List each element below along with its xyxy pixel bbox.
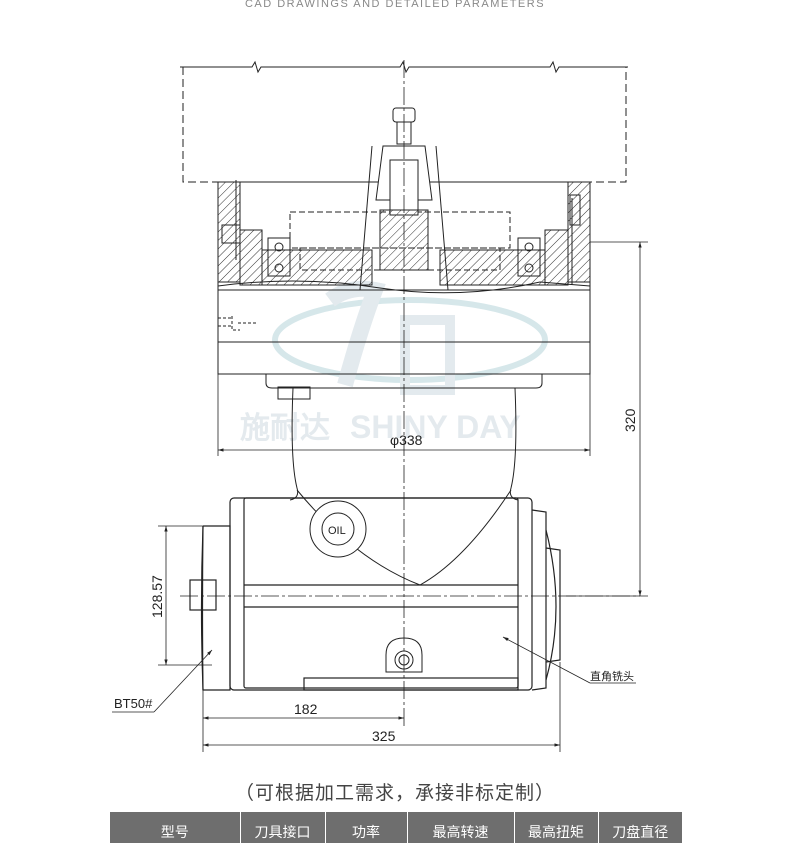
- dim-height-label: 320: [622, 408, 638, 432]
- dim-diameter: [217, 290, 591, 456]
- dim-diameter-label: φ338: [390, 432, 423, 448]
- table-header-cell: 刀盘直径: [598, 812, 682, 843]
- dim-total-width-label: 325: [372, 728, 396, 744]
- pull-stud: [359, 107, 449, 291]
- dim-half-width-label: 182: [294, 701, 318, 717]
- page-title: CAD DRAWINGS AND DETAILED PARAMETERS: [244, 0, 546, 10]
- dim-offset-label: 128.57: [149, 575, 165, 618]
- dim-height: [566, 241, 648, 597]
- watermark-brand-en: SHINY DAY: [350, 409, 521, 445]
- upper-flange: [217, 180, 591, 294]
- center-lines: [180, 60, 640, 728]
- table-header-cell: 最高转速: [407, 812, 515, 843]
- custom-order-note: （可根据加工需求，承接非标定制）: [234, 782, 555, 804]
- dim-total-width: [203, 662, 561, 752]
- oil-plug: OIL: [309, 500, 367, 558]
- table-header-cell: 型号: [110, 812, 241, 843]
- table-header-cell: 功率: [325, 812, 408, 843]
- callout-head: [502, 636, 636, 684]
- callout-head-label: 直角铣头: [590, 669, 634, 683]
- table-header-row: 型号 刀具接口 功率 最高转速 最高扭矩 刀盘直径: [110, 812, 682, 843]
- callout-interface: [112, 649, 213, 713]
- cad-drawing: 施耐达 SHINY DAY: [112, 60, 648, 752]
- table-header-cell: 最高扭矩: [514, 812, 599, 843]
- dim-offset: [158, 525, 212, 666]
- table-header-cell: 刀具接口: [240, 812, 326, 843]
- parameter-table: 型号 刀具接口 功率 最高转速 最高扭矩 刀盘直径: [110, 812, 682, 843]
- angle-head-body: [189, 497, 561, 691]
- callout-interface-label: BT50#: [114, 696, 153, 711]
- oil-label: OIL: [328, 525, 346, 537]
- watermark-logo: 施耐达 SHINY DAY: [240, 280, 548, 445]
- dim-half-width: [202, 690, 404, 752]
- watermark-brand-cn: 施耐达: [240, 412, 330, 445]
